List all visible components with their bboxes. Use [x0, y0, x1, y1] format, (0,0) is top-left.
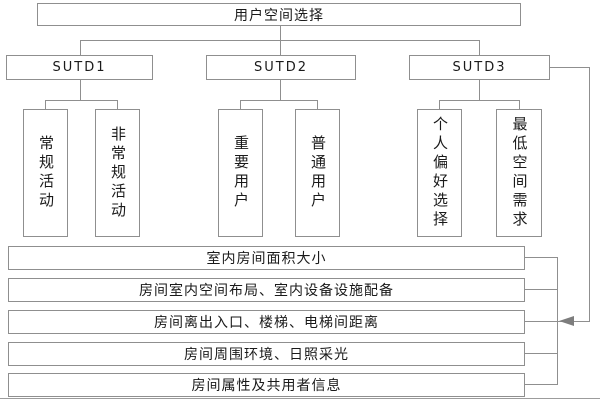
branch-label-sutd1: SUTD1: [52, 60, 107, 75]
bottom-edge-line: [0, 398, 600, 399]
child-label-minimum-space: 最低空间需求: [510, 116, 529, 230]
connector-drop-sutd1: [80, 40, 81, 55]
branch-label-sutd2: SUTD2: [254, 60, 308, 75]
connector-bus-vertical: [557, 257, 558, 385]
connector-sutd2-drop: [280, 80, 281, 101]
child-label-regular-activity: 常规活动: [37, 135, 55, 211]
criteria-label-distance: 房间离出入口、楼梯、电梯间距离: [154, 315, 379, 331]
branch-label-sutd3: SUTD3: [452, 60, 507, 75]
connector-bar1-stub: [525, 257, 557, 258]
title-label: 用户空间选择: [234, 7, 324, 24]
child-box-ordinary-user: 普通用户: [295, 109, 340, 237]
criteria-bar-environment: 房间周围环境、日照采光: [8, 342, 525, 366]
connector-drop-sutd3: [479, 40, 480, 55]
connector-sutd3-drop: [479, 80, 480, 101]
connector-sutd1-child2: [117, 100, 118, 109]
connector-sutd3-split: [439, 100, 520, 101]
feedback-arrow-icon: [559, 316, 574, 326]
criteria-bar-attributes: 房间属性及共用者信息: [8, 373, 525, 397]
title-box: 用户空间选择: [37, 3, 521, 26]
child-box-regular-activity: 常规活动: [23, 109, 68, 237]
child-label-important-user: 重要用户: [232, 135, 250, 211]
branch-box-sutd1: SUTD1: [6, 55, 153, 80]
branch-box-sutd2: SUTD2: [206, 55, 356, 80]
connector-feedback-vertical: [589, 67, 590, 322]
connector-sutd1-drop: [80, 80, 81, 101]
criteria-bar-room-area: 室内房间面积大小: [8, 246, 525, 270]
criteria-bar-layout-facilities: 房间室内空间布局、室内设备设施配备: [8, 278, 525, 302]
connector-bar4-stub: [525, 353, 557, 354]
child-box-important-user: 重要用户: [218, 109, 263, 237]
connector-bar2-stub: [525, 289, 557, 290]
connector-feedback-top: [550, 67, 590, 68]
branch-box-sutd3: SUTD3: [409, 55, 550, 80]
connector-sutd2-child1: [240, 100, 241, 109]
connector-sutd2-split: [240, 100, 318, 101]
child-label-irregular-activity: 非常规活动: [109, 125, 127, 221]
child-box-irregular-activity: 非常规活动: [95, 109, 140, 237]
child-box-personal-preference: 个人偏好选择: [417, 109, 462, 237]
criteria-label-attributes: 房间属性及共用者信息: [191, 378, 342, 394]
connector-bar3-stub: [525, 321, 557, 322]
connector-sutd1-child1: [45, 100, 46, 109]
criteria-label-environment: 房间周围环境、日照采光: [184, 347, 349, 363]
connector-sutd2-child2: [317, 100, 318, 109]
criteria-label-room-area: 室内房间面积大小: [206, 251, 327, 267]
connector-sutd1-split: [45, 100, 118, 101]
connector-bar5-stub: [525, 384, 557, 385]
connector-sutd3-child2: [519, 100, 520, 109]
child-box-minimum-space: 最低空间需求: [496, 109, 542, 237]
connector-sutd3-child1: [439, 100, 440, 109]
child-label-ordinary-user: 普通用户: [309, 135, 327, 211]
criteria-label-layout-facilities: 房间室内空间布局、室内设备设施配备: [139, 283, 394, 299]
criteria-bar-distance: 房间离出入口、楼梯、电梯间距离: [8, 310, 525, 334]
child-label-personal-preference: 个人偏好选择: [431, 116, 449, 230]
connector-distribution-line: [80, 40, 480, 41]
